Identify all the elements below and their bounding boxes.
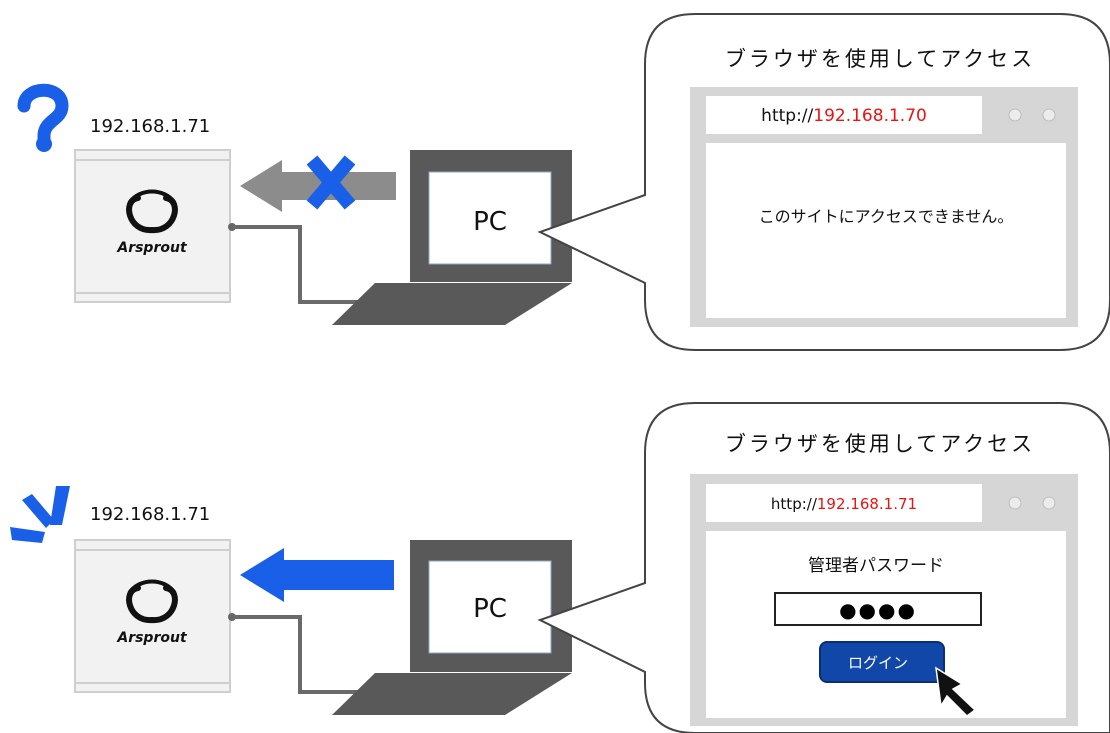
scene-failed: 192.168.1.71 Arsprout: [17, 13, 1110, 351]
pc-label: PC: [473, 207, 507, 237]
device-ip-label: 192.168.1.71: [90, 504, 210, 525]
device-logo-text: Arsprout: [116, 240, 188, 256]
login-button[interactable]: [819, 641, 945, 683]
question-mark-icon: [17, 83, 69, 152]
arsprout-logo-icon: [126, 189, 178, 233]
window-button-icon[interactable]: [1008, 108, 1022, 122]
bubble-title: ブラウザを使用してアクセス: [725, 432, 1035, 456]
login-button-label: ログイン: [848, 654, 908, 672]
mouse-cursor-icon: [935, 666, 977, 717]
browser-content: [706, 143, 1066, 318]
bubble-title: ブラウザを使用してアクセス: [725, 47, 1035, 71]
arsprout-device: Arsprout: [74, 539, 236, 693]
arsprout-logo-icon: [126, 579, 178, 623]
address-bar[interactable]: [706, 484, 982, 522]
pc-label: PC: [473, 594, 507, 624]
connected-arrow: [240, 548, 394, 602]
laptop: PC: [332, 540, 572, 715]
arsprout-device: Arsprout: [74, 149, 236, 303]
sparkle-lines-icon: [10, 486, 70, 543]
url-text[interactable]: http://192.168.1.71: [771, 495, 917, 513]
device-logo-text: Arsprout: [116, 630, 188, 646]
scene-success: 192.168.1.71 Arsprout PC: [10, 402, 1110, 733]
window-button-icon[interactable]: [1042, 108, 1056, 122]
ethernet-cable: [233, 615, 372, 694]
laptop: PC: [332, 150, 572, 325]
address-bar[interactable]: [706, 96, 982, 134]
device-ip-label: 192.168.1.71: [90, 116, 210, 137]
browser-window: http://192.168.1.70 このサイトにアクセスできません。: [690, 87, 1078, 327]
error-message: このサイトにアクセスできません。: [759, 207, 1014, 226]
cross-icon: [306, 155, 356, 210]
window-button-icon[interactable]: [1042, 496, 1056, 510]
password-value: ●●●●: [839, 598, 917, 622]
password-label: 管理者パスワード: [808, 556, 944, 576]
password-input[interactable]: [774, 592, 982, 626]
window-button-icon[interactable]: [1008, 496, 1022, 510]
ethernet-cable: [233, 225, 372, 304]
browser-window: http://192.168.1.71 管理者パスワード ●●●● ログイン: [690, 474, 1078, 726]
url-text[interactable]: http://192.168.1.70: [761, 106, 927, 126]
blocked-arrow: [240, 155, 396, 212]
